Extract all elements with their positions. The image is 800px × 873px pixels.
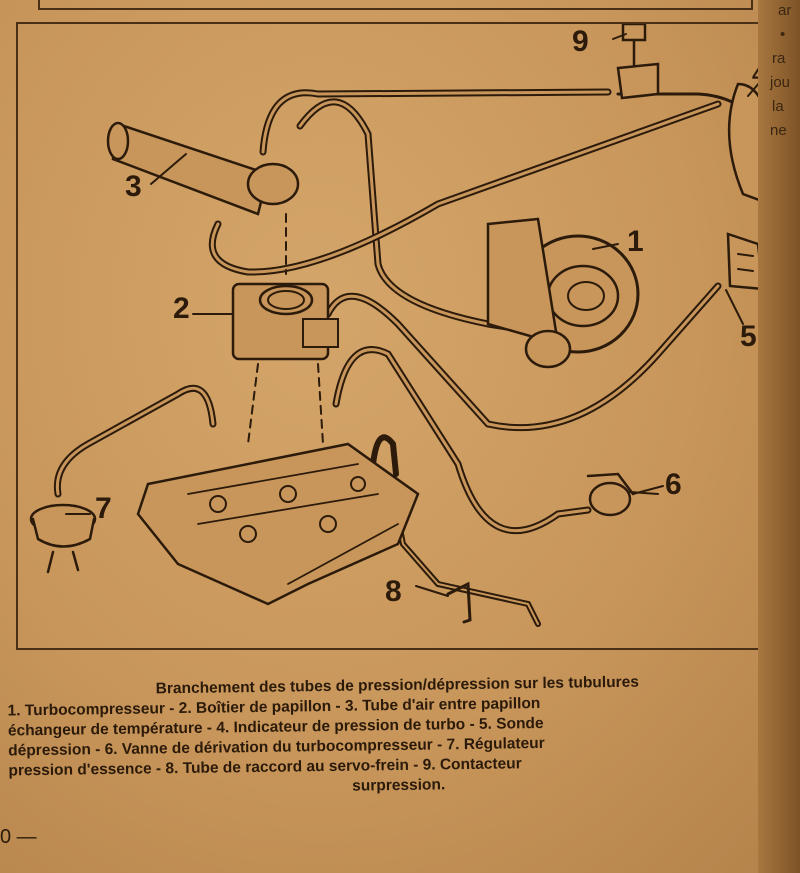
pressure-switch-9 [616,24,660,100]
callout-6: 6 [665,468,682,501]
intake-manifold [136,442,420,606]
top-rule [38,0,753,10]
turbocharger-1 [486,217,640,369]
hose-main-loop [259,88,612,156]
callout-1: 1 [627,225,644,258]
figure-caption: Branchement des tubes de pression/dépres… [7,671,789,802]
right-page-edge [758,0,800,873]
margin-text-1: ar [778,2,792,19]
callout-3: 3 [125,170,142,203]
callout-9: 9 [572,25,589,58]
margin-text-2: • [780,26,786,43]
bypass-valve-6 [586,472,659,517]
margin-text-4: jou [770,74,791,91]
fuel-pressure-regulator-7 [29,503,97,574]
margin-text-5: la [772,98,784,115]
callout-8: 8 [385,575,402,608]
callout-7: 7 [95,492,112,525]
margin-text-3: ra [772,50,786,67]
hose-routing-diagram [29,24,770,627]
callout-2: 2 [173,292,190,325]
callout-5: 5 [740,320,757,353]
margin-text-6: ne [770,122,787,139]
page-number: 0 — [0,826,37,848]
